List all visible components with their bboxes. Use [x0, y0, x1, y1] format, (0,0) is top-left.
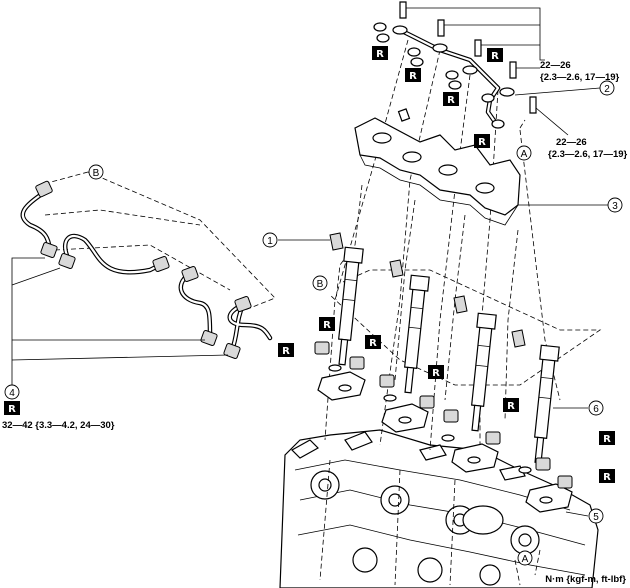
injector-cover-plate [354, 117, 608, 226]
svg-text:R: R [432, 368, 440, 379]
svg-text:R: R [603, 434, 611, 445]
callout-5: 5 [588, 508, 604, 524]
callout-2: 2 [599, 80, 615, 96]
replace-mark: R [365, 335, 381, 349]
callout-numbers: 1 2 3 4 5 6 [4, 80, 623, 524]
callout-1: 1 [262, 232, 278, 248]
svg-text:R: R [478, 137, 486, 148]
torque-spec-rail-line2: {2.3—2.6, 17—19} [540, 72, 620, 83]
svg-text:R: R [491, 51, 499, 62]
torque-spec-rail-line1: 22—26 [540, 60, 571, 71]
callout-4: 4 [4, 384, 20, 400]
svg-text:R: R [507, 401, 515, 412]
torque-spec-injection-pipe: 32—42 {3.3—4.2, 24—30} [2, 420, 115, 431]
replace-mark: R [372, 46, 388, 60]
svg-text:R: R [282, 346, 290, 357]
svg-text:1: 1 [267, 236, 273, 247]
ref-a-top: A [516, 145, 532, 161]
replace-mark: R [599, 431, 615, 445]
callout-3: 3 [607, 197, 623, 213]
reference-letters: B B A A [88, 145, 533, 566]
replace-mark: R [405, 68, 421, 82]
svg-text:4: 4 [9, 388, 15, 399]
svg-text:R: R [323, 320, 331, 331]
callout-6: 6 [588, 400, 604, 416]
svg-text:R: R [447, 95, 455, 106]
replace-mark: R [599, 469, 615, 483]
fuel-rail-pipe [373, 1, 601, 136]
svg-text:6: 6 [593, 404, 599, 415]
svg-text:R: R [8, 404, 16, 415]
replace-mark: R [443, 92, 459, 106]
svg-text:3: 3 [612, 201, 618, 212]
injector-clamps [314, 341, 589, 517]
replace-marks: R R R R R R R R R R R R R [4, 46, 615, 483]
ref-b-top: B [88, 164, 104, 180]
leak-off-connectors [278, 232, 526, 348]
ref-a-bottom: A [517, 550, 533, 566]
svg-text:A: A [522, 554, 529, 565]
injection-pipe-set [11, 180, 273, 385]
ref-b-mid: B [312, 275, 328, 291]
svg-text:R: R [376, 49, 384, 60]
svg-text:R: R [369, 338, 377, 349]
svg-text:B: B [93, 168, 100, 179]
torque-spec-pipe-line1: 22—26 [556, 137, 587, 148]
torque-specs: 22—26 {2.3—2.6, 17—19} 22—26 {2.3—2.6, 1… [2, 60, 628, 585]
svg-text:A: A [521, 149, 528, 160]
svg-text:R: R [409, 71, 417, 82]
svg-text:5: 5 [593, 512, 599, 523]
svg-text:2: 2 [604, 84, 610, 95]
torque-spec-pipe-line2: {2.3—2.6, 17—19} [548, 149, 628, 160]
replace-mark: R [474, 134, 490, 148]
replace-mark: R [487, 48, 503, 62]
torque-unit-label: N·m {kgf-m, ft-lbf} [545, 574, 626, 585]
fuel-injectors [338, 246, 588, 464]
replace-mark: R [278, 343, 294, 357]
replace-mark: R [4, 401, 20, 415]
replace-mark: R [503, 398, 519, 412]
replace-mark: R [319, 317, 335, 331]
svg-text:R: R [603, 472, 611, 483]
svg-text:B: B [317, 279, 324, 290]
replace-mark: R [428, 365, 444, 379]
